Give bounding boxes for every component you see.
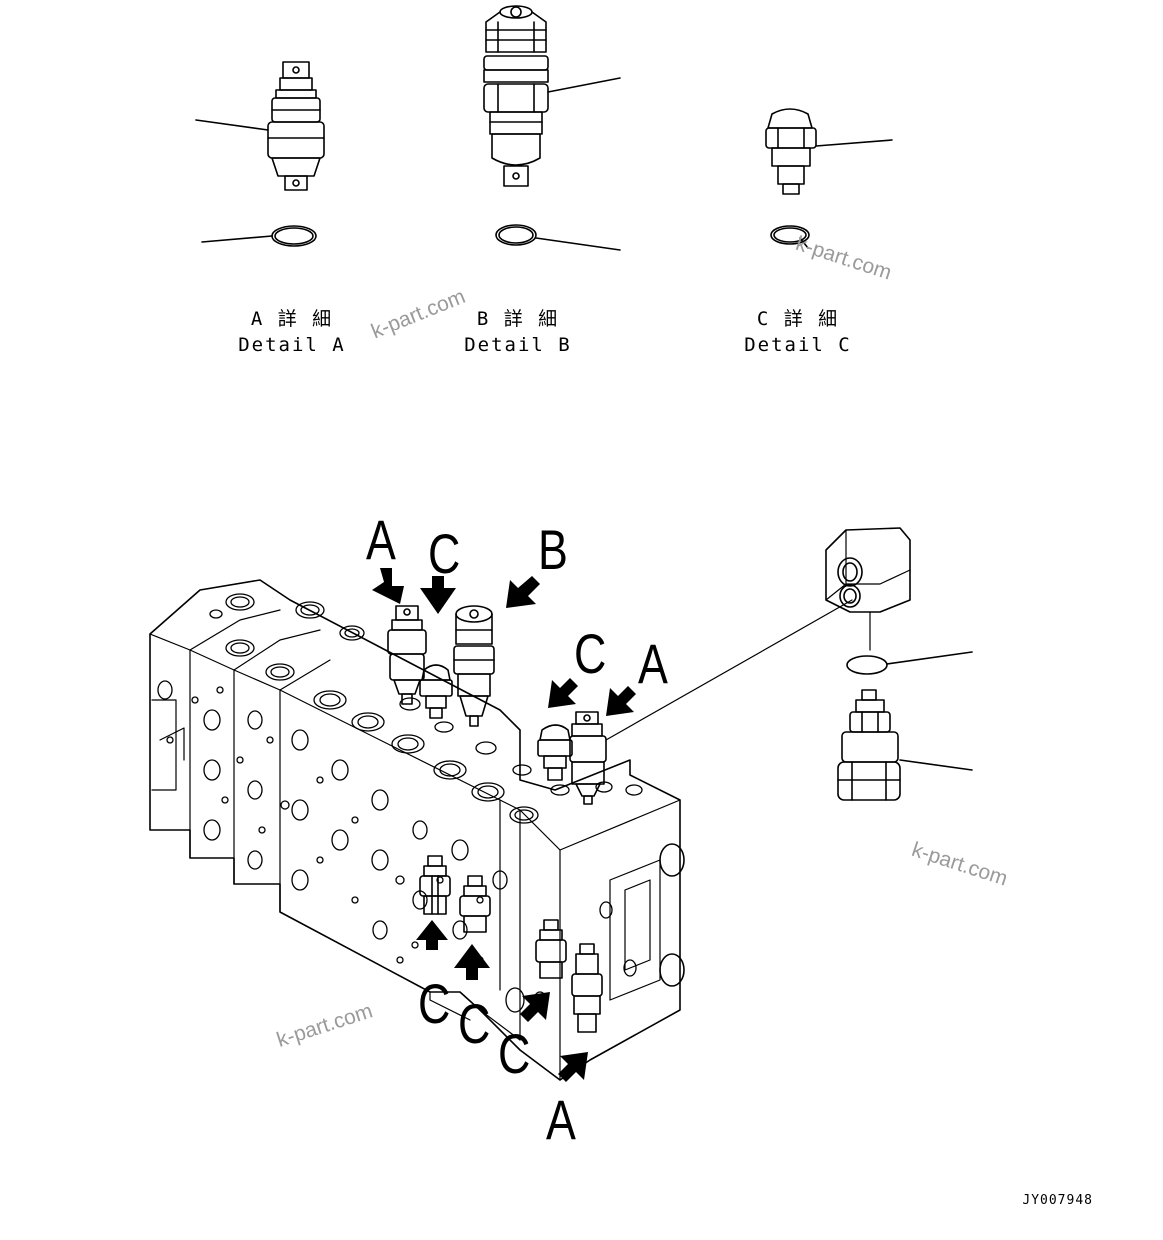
callout-letter-c-top: C — [428, 522, 461, 585]
mounted-valve-c-front-3 — [536, 920, 566, 978]
detail-c-safety-valve — [766, 109, 892, 194]
arrow-c-mid — [548, 678, 578, 708]
callout-arrows — [372, 568, 636, 1082]
arrow-a-top — [372, 568, 404, 604]
mounted-valve-a-top — [388, 606, 426, 704]
mounted-valve-b-top — [454, 606, 494, 726]
detail-a-o-ring — [202, 226, 316, 246]
callout-letter-a-low: A — [546, 1088, 576, 1151]
mounted-valve-c-top — [420, 665, 452, 718]
detail-a-jp-label: A 詳 細 — [250, 308, 334, 330]
detail-b-jp-label: B 詳 細 — [476, 308, 560, 330]
mounted-valve-a-front — [572, 944, 602, 1032]
detail-b-en-label: Detail B — [464, 334, 572, 356]
callout-letter-a-top: A — [366, 508, 396, 571]
arrow-c-low-3 — [520, 992, 550, 1022]
callout-letter-b-top: B — [538, 518, 568, 581]
detail-c-caption: C 詳 細 Detail C — [728, 306, 868, 358]
detail-a-caption: A 詳 細 Detail A — [222, 306, 362, 358]
detail-c-en-label: Detail C — [744, 334, 852, 356]
drawing-code: JY007948 — [1022, 1193, 1093, 1208]
callout-letter-c-low-2: C — [458, 992, 491, 1055]
callout-letter-c-mid: C — [574, 622, 607, 685]
control-valve-block — [150, 580, 684, 1080]
right-o-ring — [847, 652, 972, 674]
mounted-valve-c-front-1 — [420, 856, 450, 914]
callout-letter-a-mid: A — [638, 632, 668, 695]
arrow-a-low — [558, 1052, 588, 1082]
detail-c-o-ring — [771, 226, 809, 248]
detail-b-caption: B 詳 細 Detail B — [448, 306, 588, 358]
callout-letter-c-low-3: C — [498, 1022, 531, 1085]
arrow-b-top — [506, 576, 540, 608]
arrow-c-low-2 — [454, 944, 490, 980]
detail-b-main-relief-valve — [484, 6, 620, 186]
arrow-c-low-1 — [416, 920, 448, 950]
right-relief-valve — [838, 690, 972, 800]
mounted-valve-c-front-2 — [460, 876, 490, 932]
mounted-valve-a-middle — [570, 600, 852, 804]
callout-letter-c-low-1: C — [418, 972, 451, 1035]
detail-c-jp-label: C 詳 細 — [756, 308, 840, 330]
arrow-a-mid — [606, 686, 636, 716]
port-holes — [158, 594, 642, 1012]
detail-a-relief-valve — [196, 62, 324, 190]
arrow-c-top — [420, 576, 456, 614]
block-detail — [826, 528, 910, 650]
mounted-valve-c-middle — [538, 725, 572, 780]
detail-b-o-ring — [496, 225, 620, 250]
detail-a-en-label: Detail A — [238, 334, 346, 356]
